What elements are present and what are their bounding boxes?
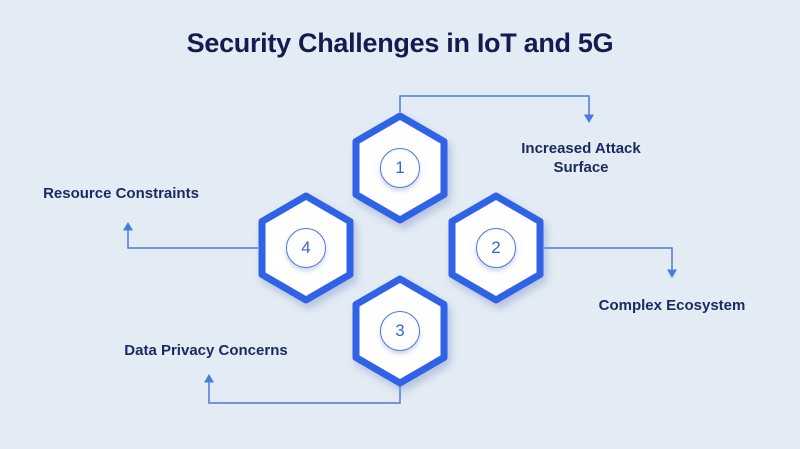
label-increased-attack-surface: Increased Attack Surface <box>521 140 641 176</box>
arrow-up-icon <box>123 222 133 231</box>
label-resource-constraints: Resource Constraints <box>43 185 199 202</box>
hexagon-1: 1 <box>352 112 448 224</box>
step-number: 1 <box>395 158 405 177</box>
step-number: 2 <box>491 238 501 257</box>
step-number-badge: 1 <box>380 148 420 188</box>
step-number-badge: 3 <box>380 311 420 351</box>
hexagon-2: 2 <box>448 192 544 304</box>
hexagon-3: 3 <box>352 275 448 387</box>
step-number-badge: 2 <box>476 228 516 268</box>
connector-1 <box>399 95 590 115</box>
arrow-down-icon <box>584 114 594 123</box>
label-complex-ecosystem: Complex Ecosystem <box>598 297 746 314</box>
connector-2 <box>544 247 673 270</box>
arrow-down-icon <box>667 269 677 278</box>
connector-3 <box>208 382 401 404</box>
step-number: 4 <box>301 238 311 257</box>
step-number: 3 <box>395 321 405 340</box>
hexagon-4: 4 <box>258 192 354 304</box>
page-title: Security Challenges in IoT and 5G <box>186 28 614 58</box>
step-number-badge: 4 <box>286 228 326 268</box>
connector-4 <box>127 230 258 249</box>
label-data-privacy-concerns: Data Privacy Concerns <box>124 342 288 359</box>
arrow-up-icon <box>204 374 214 383</box>
